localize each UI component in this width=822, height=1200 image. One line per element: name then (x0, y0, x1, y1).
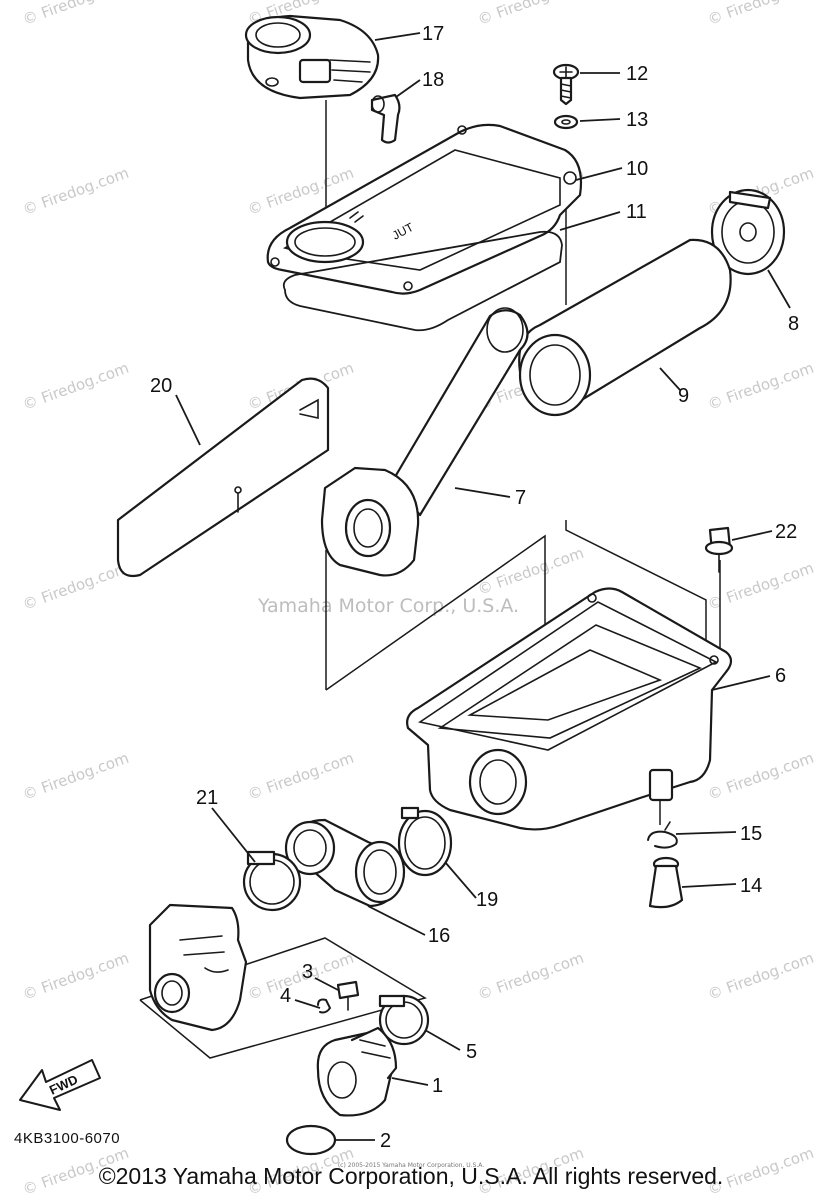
part-19-clamp (397, 806, 453, 877)
callout-15: 15 (740, 823, 762, 845)
part-code-label: 4KB3100-6070 (14, 1130, 121, 1147)
callout-18: 18 (422, 69, 444, 91)
part-12-bolt (552, 63, 580, 106)
callouts: 17 18 12 13 10 11 8 9 20 7 22 6 15 14 19… (150, 23, 799, 1152)
callout-8: 8 (788, 313, 799, 335)
watermark: © Firedog.com (20, 559, 131, 614)
callout-5: 5 (466, 1041, 477, 1063)
watermark: © Firedog.com (705, 559, 816, 614)
callout-14: 14 (740, 875, 762, 897)
callout-9: 9 (678, 385, 689, 407)
watermark: © Firedog.com (475, 544, 586, 599)
watermark: © Firedog.com (705, 749, 816, 804)
part-20-filter-sheet (116, 377, 330, 578)
part-5-clamp (378, 994, 430, 1046)
part-8-end-cap (710, 188, 786, 276)
micro-copyright: (c) 2005-2015 Yamaha Motor Corporation, … (337, 1162, 485, 1169)
part-18-hose-fitting (370, 93, 401, 144)
watermark: © Firedog.com (245, 749, 356, 804)
copyright-footer: ©2013 Yamaha Motor Corporation, U.S.A. A… (98, 1163, 724, 1189)
part-21-clamp (242, 850, 302, 912)
callout-22: 22 (775, 521, 797, 543)
callout-19: 19 (476, 889, 498, 911)
part-11-gasket (282, 230, 563, 332)
watermark: © Firedog.com (475, 0, 586, 29)
watermark: © Firedog.com (20, 164, 131, 219)
callout-10: 10 (626, 158, 648, 180)
callout-7: 7 (515, 487, 526, 509)
callout-20: 20 (150, 375, 172, 397)
part-1-carburetor-joint (316, 1026, 398, 1117)
watermark: © Firedog.com (20, 749, 131, 804)
part-14-drain (648, 856, 684, 909)
callout-21: 21 (196, 787, 218, 809)
callout-3: 3 (302, 961, 313, 983)
callout-12: 12 (626, 63, 648, 85)
callout-1: 1 (432, 1075, 443, 1097)
part-17-intake-duct (244, 14, 380, 100)
callout-4: 4 (280, 985, 291, 1007)
carburetor-body (148, 903, 248, 1032)
part-10-air-cleaner-cover: JUT (266, 123, 583, 295)
part-7-filter-holder (320, 307, 529, 577)
watermark: © Firedog.com (705, 0, 816, 29)
part-16-joint-hose (284, 818, 406, 908)
part-3-screw (336, 980, 360, 1011)
watermark: © Firedog.com (475, 949, 586, 1004)
callout-11: 11 (626, 201, 647, 223)
part-9-filter-element (518, 238, 732, 417)
watermark-center: Yamaha Motor Corp., U.S.A. (257, 595, 519, 617)
callout-2: 2 (380, 1130, 391, 1152)
watermark: © Firedog.com (20, 359, 131, 414)
part-15-clip (647, 821, 678, 849)
watermark: © Firedog.com (20, 949, 131, 1004)
callout-17: 17 (422, 23, 444, 45)
part-22-bolt (704, 526, 734, 573)
callout-16: 16 (428, 925, 450, 947)
part-2-o-ring (285, 1124, 337, 1156)
fwd-arrow-icon: FWD (19, 1059, 101, 1111)
part-4-clip (317, 998, 332, 1014)
part-6-air-cleaner-case (406, 587, 733, 831)
part-13-washer (553, 114, 579, 130)
watermark: © Firedog.com (20, 0, 131, 29)
callout-6: 6 (775, 665, 786, 687)
callout-13: 13 (626, 109, 648, 131)
watermark: © Firedog.com (705, 359, 816, 414)
watermark: © Firedog.com (705, 949, 816, 1004)
leader-lines (175, 32, 791, 1141)
